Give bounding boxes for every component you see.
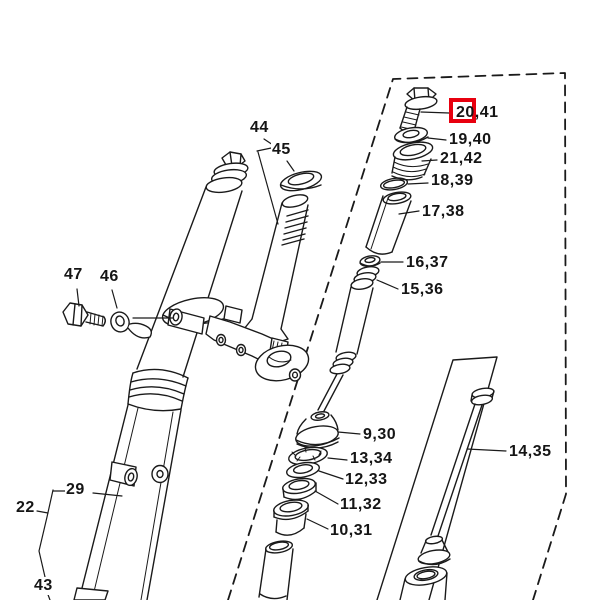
callout-12-33: 12,33 xyxy=(344,471,389,489)
callout-16-37: 16,37 xyxy=(405,254,450,272)
callout-18-39: 18,39 xyxy=(430,172,475,190)
fork-spring xyxy=(317,266,380,412)
callout-20-41-rest: ,41 xyxy=(474,104,499,121)
callout-14-35: 14,35 xyxy=(508,443,553,461)
callout-15-36: 15,36 xyxy=(400,281,445,299)
guide-clip xyxy=(110,311,153,339)
callout-45: 45 xyxy=(271,141,292,159)
callout-29: 29 xyxy=(65,481,86,499)
oring xyxy=(379,177,409,191)
seal-washer xyxy=(286,461,320,479)
callout-22: 22 xyxy=(15,499,36,517)
callout-19-40: 19,40 xyxy=(448,131,493,149)
steering-stem xyxy=(239,170,323,344)
dashed-region-outline xyxy=(227,72,567,600)
dust-seal xyxy=(295,411,340,449)
spacer-seat xyxy=(391,141,434,181)
callout-20-41: 20,41 xyxy=(455,104,500,122)
callout-43: 43 xyxy=(33,577,54,595)
spring-seat xyxy=(359,255,381,267)
highlight-box xyxy=(449,98,476,123)
callout-11-32: 11,32 xyxy=(339,496,383,514)
oil-seal xyxy=(282,477,317,501)
callout-44: 44 xyxy=(249,119,270,137)
callout-21-42: 21,42 xyxy=(439,150,484,168)
damper-rod xyxy=(399,387,495,600)
pinch-bolt xyxy=(62,302,106,327)
callout-20-41-highlighted: 20 xyxy=(456,104,475,121)
cap-bolt xyxy=(399,87,438,133)
callout-13-34: 13,34 xyxy=(349,450,394,468)
inner-tube-piece xyxy=(258,540,294,600)
damper-rod-box xyxy=(376,356,498,600)
fork-leg-assembly xyxy=(73,151,249,600)
callout-47: 47 xyxy=(63,266,84,284)
callout-9-30: 9,30 xyxy=(362,426,398,444)
callout-17-38: 17,38 xyxy=(421,203,466,221)
slide-bushing xyxy=(273,499,309,536)
callout-46: 46 xyxy=(99,268,120,286)
callout-10-31: 10,31 xyxy=(329,522,374,540)
clip-ring xyxy=(288,446,328,466)
under-bracket xyxy=(161,297,310,382)
spacer-tube xyxy=(365,191,412,255)
